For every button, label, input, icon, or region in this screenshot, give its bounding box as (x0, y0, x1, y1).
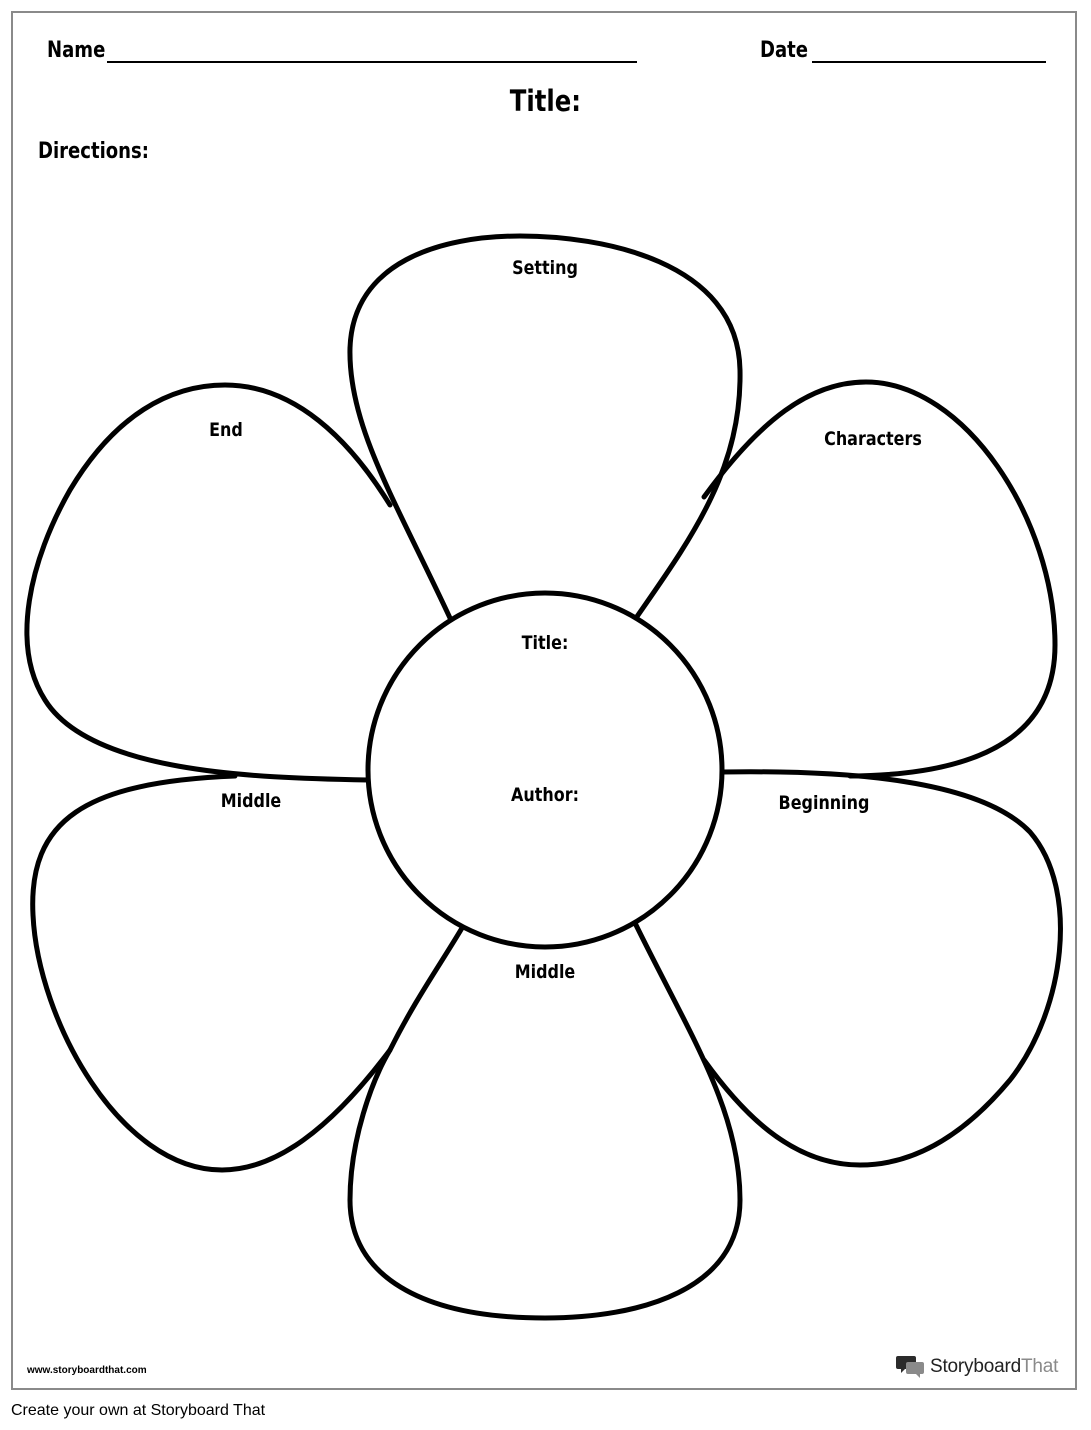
directions-label: Directions: (38, 139, 149, 164)
speech-bubbles-icon (896, 1356, 924, 1378)
bottom-caption: Create your own at Storyboard That (11, 1402, 266, 1419)
petal-label-beginning: Beginning (778, 792, 870, 814)
petal-setting[interactable] (347, 233, 743, 621)
storyboardthat-logo: StoryboardThat (896, 1354, 1058, 1380)
petal-end[interactable] (24, 382, 393, 783)
petal-characters[interactable] (701, 379, 1058, 779)
petal-label-middle-left: Middle (220, 790, 282, 812)
petal-beginning[interactable] (701, 769, 1063, 1168)
petal-label-end: End (209, 419, 243, 441)
page-title-text: Title: (509, 84, 582, 118)
footer-url: www.storyboardthat.com (27, 1365, 147, 1376)
brand-main-text: Storyboard (930, 1356, 1021, 1377)
page-title: Title: (0, 84, 1091, 118)
flower-center-circle[interactable] (365, 590, 725, 950)
center-title-label: Title: (521, 632, 569, 654)
name-field-line[interactable] (107, 61, 637, 63)
petal-label-middle-bottom: Middle (514, 961, 576, 983)
petal-middle-left[interactable] (30, 773, 393, 1173)
petal-label-characters: Characters (824, 428, 922, 450)
date-label: Date (760, 38, 809, 63)
petal-label-setting: Setting (512, 257, 578, 279)
date-field-line[interactable] (812, 61, 1046, 63)
center-author-label: Author: (511, 784, 579, 806)
brand-wordmark: StoryboardThat (930, 1356, 1058, 1378)
petal-middle-bottom[interactable] (347, 922, 743, 1321)
name-label: Name (47, 38, 106, 63)
brand-accent-text: That (1020, 1356, 1059, 1377)
